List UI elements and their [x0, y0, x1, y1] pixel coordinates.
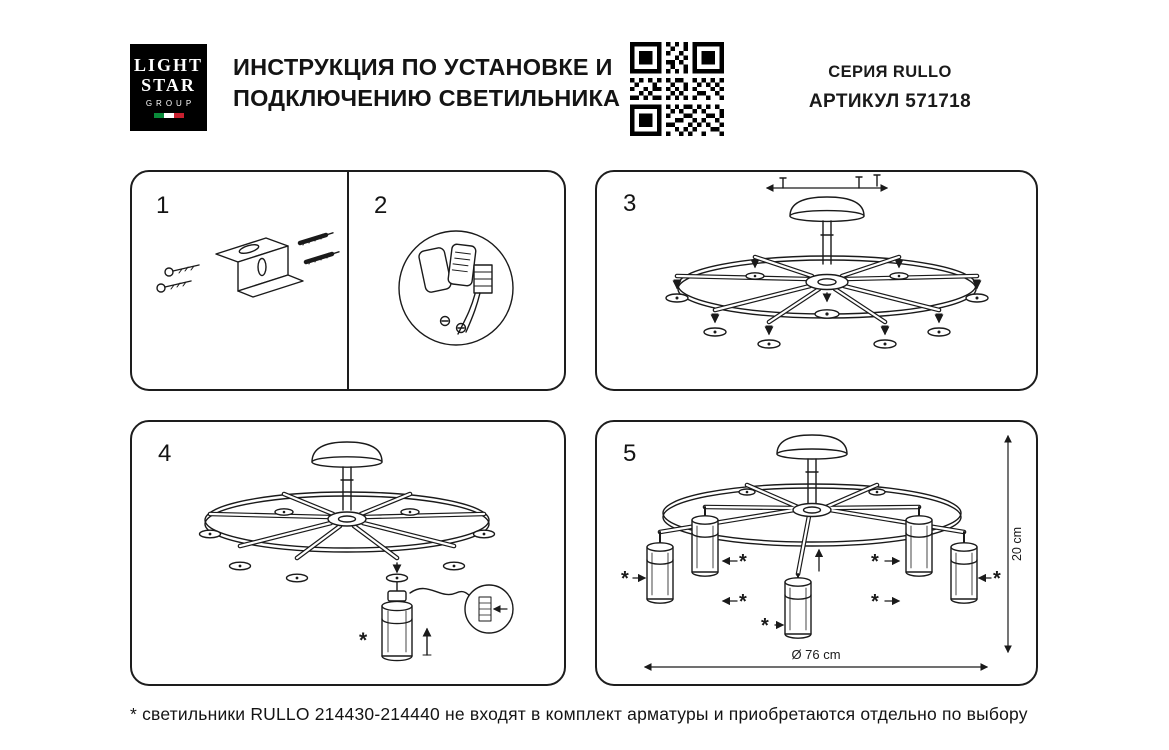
asterisk-marker: *: [739, 551, 747, 573]
logo-text-star: STAR: [141, 75, 196, 95]
step-2-number: 2: [374, 192, 388, 219]
height-dimension-label: 20 cm: [1010, 527, 1024, 561]
qr-code: [630, 42, 724, 136]
asterisk-marker: *: [359, 629, 368, 652]
footnote: * светильники RULLO 214430-214440 не вхо…: [130, 704, 1028, 724]
lamp-shade: [381, 605, 413, 657]
screw-icon: [779, 177, 787, 189]
mount-discs: [198, 508, 496, 583]
italian-flag-icon: [153, 113, 184, 118]
step-5-diagram: * * * * * * * 20 cm Ø 76 cm: [621, 434, 1024, 671]
lamp-shade: [950, 542, 978, 604]
step-1-diagram: [156, 232, 340, 298]
steps-1-2-diagram: [156, 230, 514, 346]
lightstar-logo: LIGHT STAR GROUP: [130, 44, 207, 131]
stem: [342, 466, 352, 511]
shade-stems: [659, 506, 965, 583]
logo-text-group: GROUP: [145, 99, 196, 108]
wall-screw: [156, 280, 192, 293]
connector-cover: [418, 247, 452, 293]
lamp-shade: [905, 515, 933, 577]
center-hub: [792, 502, 832, 518]
wire: [457, 293, 476, 335]
page-title: ИНСТРУКЦИЯ ПО УСТАНОВКЕ И ПОДКЛЮЧЕНИЮ СВ…: [233, 52, 620, 114]
article-label: АРТИКУЛ 571718: [808, 91, 972, 112]
panel-step-5: * * * * * * * 20 cm Ø 76 cm 5: [595, 420, 1038, 686]
panel-steps-1-2: 1 2: [130, 170, 566, 391]
terminal-magnifier: [464, 584, 514, 634]
wall-anchor: [297, 232, 334, 246]
step-4-diagram: *: [198, 441, 514, 662]
panel-step-3: 3: [595, 170, 1038, 391]
asterisk-marker: *: [993, 568, 1001, 590]
title-line-1: ИНСТРУКЦИЯ ПО УСТАНОВКЕ И: [233, 54, 613, 80]
lamp-shade: [691, 515, 719, 577]
asterisk-marker: *: [871, 551, 879, 573]
screw-icon: [873, 174, 881, 187]
asterisk-arrows: [632, 548, 992, 630]
center-hub: [805, 273, 849, 291]
lamp-attachment: [381, 562, 413, 662]
logo-text-light: LIGHT: [133, 55, 204, 75]
stem: [822, 220, 832, 265]
step-4-number: 4: [158, 440, 172, 467]
wall-screw: [164, 264, 200, 277]
asterisk-marker: *: [761, 615, 769, 637]
asterisk-marker: *: [871, 591, 879, 613]
frame-ring: [204, 491, 490, 549]
panel-divider: [347, 172, 349, 389]
tip-screws-and-discs: [665, 259, 989, 349]
step-3-diagram: [665, 174, 989, 349]
lamp-shade: [784, 577, 812, 639]
product-info: СЕРИЯ RULLO АРТИКУЛ 571718: [779, 63, 1001, 113]
panel-step-4: * 4: [130, 420, 566, 686]
title-line-2: ПОДКЛЮЧЕНИЮ СВЕТИЛЬНИКА: [233, 85, 621, 111]
wire: [409, 587, 474, 600]
lamp-shade: [646, 542, 674, 604]
wall-anchor: [303, 251, 340, 265]
stem: [807, 458, 817, 505]
step-1-number: 1: [156, 192, 170, 219]
series-label: СЕРИЯ RULLO: [828, 63, 952, 81]
wire: [465, 292, 481, 333]
asterisk-marker: *: [621, 568, 629, 590]
qr-code-icon: [630, 42, 724, 136]
asterisk-marker: *: [739, 591, 747, 613]
frame-ring: [662, 483, 962, 543]
step-3-number: 3: [623, 190, 637, 217]
diameter-dimension-label: Ø 76 cm: [791, 647, 840, 662]
step-5-number: 5: [623, 440, 637, 467]
center-hub: [327, 511, 367, 527]
step-2-diagram: [398, 230, 514, 346]
screw-icon: [855, 176, 863, 189]
